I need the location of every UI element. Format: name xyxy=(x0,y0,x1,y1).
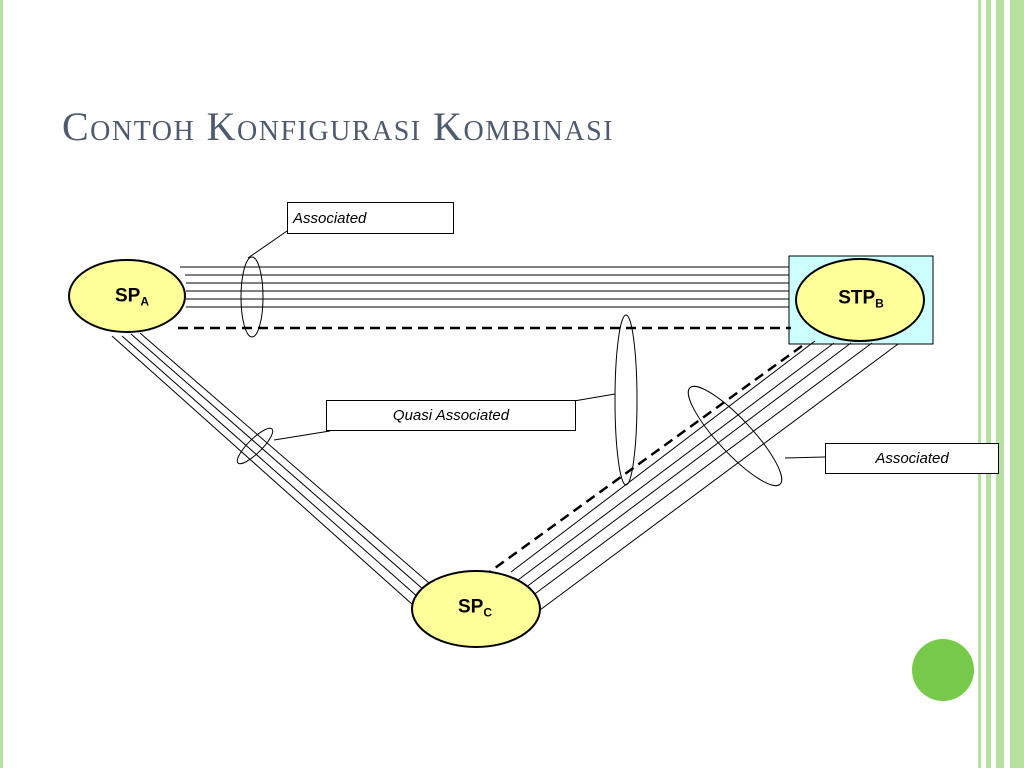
node-sp-c xyxy=(411,570,541,648)
label-associated-right: Associated xyxy=(825,443,999,474)
node-sp-c-label: SPC xyxy=(458,597,492,620)
node-sp-a xyxy=(68,259,186,333)
dashed-link-stp-b-sp-c xyxy=(483,344,803,578)
node-stp-b-sub: B xyxy=(875,296,884,311)
accent-circle xyxy=(912,639,974,701)
label-associated-top: Associated xyxy=(287,202,454,234)
callout-lines xyxy=(247,230,826,459)
node-sp-a-label: SPA xyxy=(115,286,149,309)
link-group-ellipse-right xyxy=(687,385,783,487)
link-group-sp-a-stp-b xyxy=(180,266,789,308)
link-group-sp-a-sp-c xyxy=(111,332,430,606)
label-quasi-associated: Quasi Associated xyxy=(326,400,576,431)
link-group-ellipse-left xyxy=(236,427,274,465)
label-quasi-associated-text: Quasi Associated xyxy=(392,407,510,424)
node-stp-b-label: STPB xyxy=(838,288,884,311)
node-sp-c-sub: C xyxy=(483,605,493,620)
label-associated-right-text: Associated xyxy=(875,450,949,467)
link-group-ellipse-top xyxy=(240,256,264,338)
slide-title: Contoh Konfigurasi Kombinasi xyxy=(62,104,614,149)
node-sp-c-main: SP xyxy=(457,596,484,618)
node-sp-a-main: SP xyxy=(114,285,141,307)
label-associated-top-text: Associated xyxy=(293,209,367,227)
node-stp-b-main: STP xyxy=(838,287,876,309)
slide-left-border xyxy=(0,0,3,768)
slide-border-stripes xyxy=(978,0,1024,768)
node-stp-b xyxy=(795,258,925,342)
node-sp-a-sub: A xyxy=(140,294,150,309)
link-group-ellipse-middle xyxy=(614,314,638,486)
link-group-stp-b-sp-c xyxy=(510,340,899,611)
